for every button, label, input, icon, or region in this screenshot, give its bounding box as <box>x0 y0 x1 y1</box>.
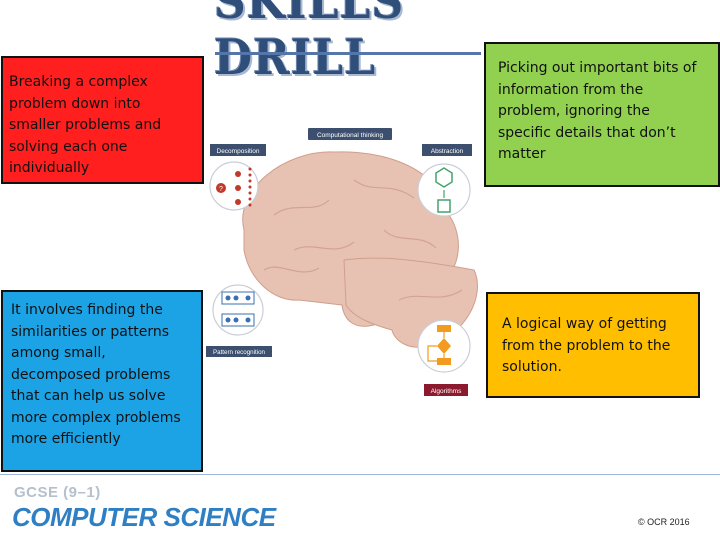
algorithms-icon <box>417 319 471 373</box>
algorithms-box: A logical way of getting from the proble… <box>486 292 700 398</box>
abstraction-box: Picking out important bits of informatio… <box>484 42 720 187</box>
pattern-recognition-icon <box>212 284 264 336</box>
abstraction-label <box>422 144 472 156</box>
computational-thinking-diagram: Computational thinking Decomposition ? A… <box>206 128 478 396</box>
pattern-recognition-text: It involves finding the similarities or … <box>11 302 181 447</box>
algorithms-text: A logical way of getting from the proble… <box>502 316 671 375</box>
decomposition-box: Breaking a complex problem down into sma… <box>1 56 204 184</box>
title-text: SKILLS DRILL <box>214 0 405 87</box>
decomposition-icon: ? <box>209 161 259 211</box>
pattern-recognition-label-text: Pattern recognition <box>213 349 265 356</box>
algorithms-label <box>424 384 468 396</box>
abstraction-text: Picking out important bits of informatio… <box>498 60 697 162</box>
computational-thinking-label-text: Computational thinking <box>317 132 384 139</box>
title-underline <box>215 52 481 55</box>
pattern-recognition-box: It involves finding the similarities or … <box>1 290 203 472</box>
decomposition-label <box>210 144 266 156</box>
computational-thinking-label <box>308 128 392 140</box>
copyright-text: © OCR 2016 <box>638 517 690 527</box>
abstraction-label-text: Abstraction <box>431 148 464 155</box>
gcse-label: GCSE (9–1) <box>14 484 101 501</box>
abstraction-icon <box>417 163 471 217</box>
svg-text:?: ? <box>219 186 223 193</box>
decomposition-text: Breaking a complex problem down into sma… <box>9 74 162 176</box>
computer-science-label: COMPUTER SCIENCE <box>12 502 276 532</box>
decomposition-label-text: Decomposition <box>217 148 260 155</box>
pattern-recognition-label <box>206 346 272 357</box>
footer-divider <box>0 474 720 475</box>
algorithms-label-text: Algorithms <box>431 388 462 395</box>
skills-drill-title: SKILLS DRILL <box>214 0 482 86</box>
